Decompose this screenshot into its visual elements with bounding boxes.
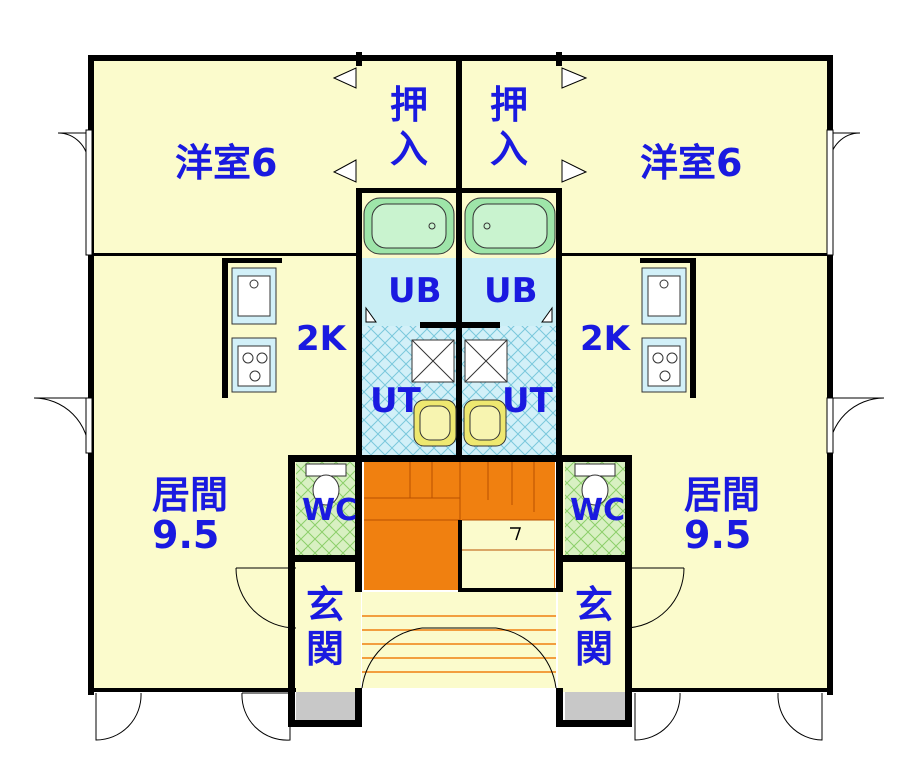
sink-icon xyxy=(231,267,687,325)
stove-icon xyxy=(231,337,687,393)
bath-right-floor xyxy=(461,258,558,326)
entrance-right-label-2: 関 xyxy=(575,627,613,671)
utility-right-label: UT xyxy=(502,381,554,421)
porch-right xyxy=(565,692,625,720)
room-floors xyxy=(93,60,828,720)
wc-left-label: WC xyxy=(302,493,357,528)
living-right-label-1: 居間 xyxy=(684,473,760,517)
closet-left-label-1: 押 xyxy=(390,83,428,127)
entrance-left-floor xyxy=(296,562,356,687)
kitchen-left-label: 2K xyxy=(296,319,348,359)
stairs-icon xyxy=(362,462,556,673)
washbasin-icon xyxy=(413,399,507,447)
closet-right-floor xyxy=(461,60,558,188)
wc-right-label: WC xyxy=(570,493,625,528)
bath-left-label: UB xyxy=(388,271,442,311)
bedroom-right-label: 洋室6 xyxy=(640,141,742,185)
entrance-left-label-1: 玄 xyxy=(306,583,344,627)
entrance-right-label-1: 玄 xyxy=(575,583,613,627)
entrance-left-label-2: 関 xyxy=(306,627,344,671)
living-left-label-1: 居間 xyxy=(152,473,228,517)
bedroom-right-floor xyxy=(558,60,828,255)
utility-left-label: UT xyxy=(370,381,422,421)
living-right-label-2: 9.5 xyxy=(684,513,751,557)
washer-icon xyxy=(411,339,508,383)
closet-right-label-1: 押 xyxy=(490,83,528,127)
room-labels: 洋室6 洋室6 押 入 押 入 UB UB 2K 2K UT UT 居間 9.5… xyxy=(152,83,760,671)
door-swing-icon xyxy=(33,67,885,741)
bedroom-left-label: 洋室6 xyxy=(175,141,277,185)
bath-right-label: UB xyxy=(484,271,538,311)
closet-right-label-2: 入 xyxy=(490,127,528,171)
toilet-icon xyxy=(305,463,616,506)
closet-left-label-2: 入 xyxy=(390,127,428,171)
porch-left xyxy=(296,692,356,720)
walls xyxy=(88,52,833,727)
entrance-right-floor xyxy=(565,562,625,687)
kitchen-right-label: 2K xyxy=(580,319,632,359)
bedroom-left-floor xyxy=(93,60,361,255)
living-left-label-2: 9.5 xyxy=(152,513,219,557)
closet-left-floor xyxy=(361,60,458,188)
bathtub-icon xyxy=(363,197,556,255)
bath-left-floor xyxy=(361,258,458,326)
